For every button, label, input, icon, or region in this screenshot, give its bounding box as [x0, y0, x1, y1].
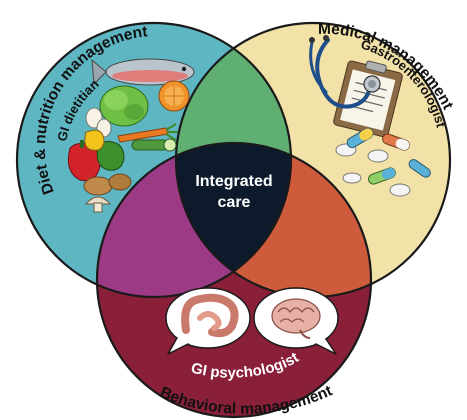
capsule-icon: [346, 128, 431, 185]
behavioral-illustration: [165, 287, 339, 355]
potato-icon: [83, 173, 132, 196]
center-label-line1: Integrated: [195, 173, 272, 190]
carrot-icon: [117, 123, 178, 143]
cucumber-icon: [131, 138, 177, 152]
diet-food-illustration: [67, 58, 195, 213]
brain-icon: [271, 298, 321, 339]
mushroom-icon: [84, 196, 112, 213]
lettuce-icon: [99, 85, 149, 127]
intestine-icon: [181, 293, 239, 338]
fish-icon: [91, 58, 195, 86]
stethoscope-icon: [309, 35, 381, 109]
pill-icon: [335, 143, 411, 197]
pepper-icon: [67, 129, 125, 182]
medical-illustration: [309, 35, 431, 197]
center-label-line2: care: [218, 194, 251, 211]
orange-icon: [158, 80, 190, 112]
